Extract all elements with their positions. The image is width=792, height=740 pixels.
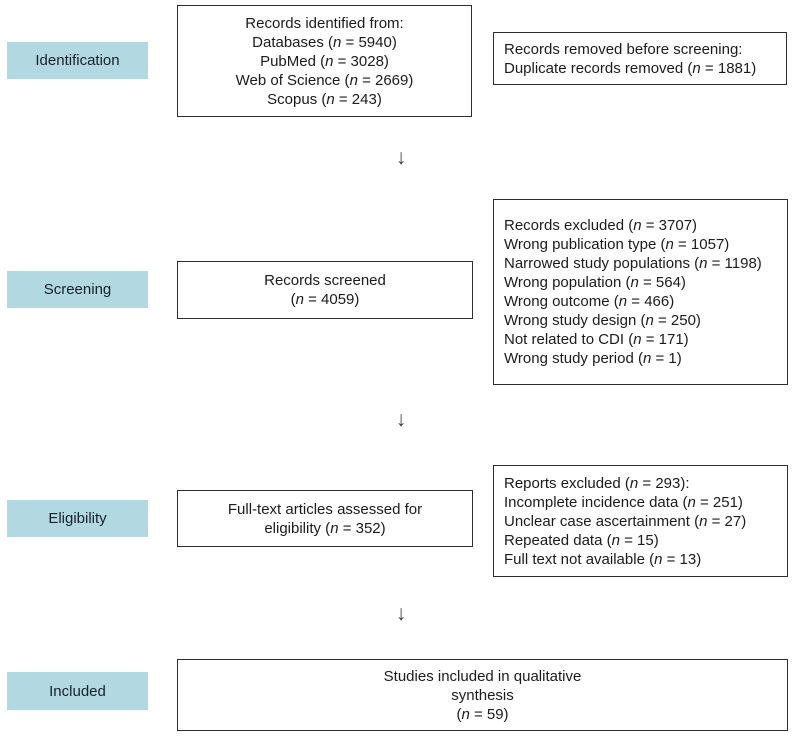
text-line: Wrong outcome (n = 466) <box>504 293 675 310</box>
text-line: Wrong population (n = 564) <box>504 274 686 291</box>
text-line: synthesis <box>451 686 514 704</box>
stage-label-text: Included <box>49 682 106 700</box>
text-line: Unclear case ascertainment (n = 27) <box>504 512 747 530</box>
text-line: Records identified from: <box>245 14 404 32</box>
text-line: Studies included in qualitative <box>383 667 582 685</box>
box-records-removed-before-screening: Records removed before screening:Duplica… <box>493 32 787 85</box>
text-line: Incomplete incidence data (n = 251) <box>504 493 743 511</box>
text-line: Wrong study design (n = 250) <box>504 312 701 329</box>
text-line: Web of Science (n = 2669) <box>235 71 414 89</box>
box-reports-excluded: Reports excluded (n = 293):Incomplete in… <box>493 465 788 577</box>
text-line: (n = 59) <box>456 705 509 723</box>
box-records-identified: Records identified from:Databases (n = 5… <box>177 5 472 117</box>
stage-label-screening: Screening <box>7 271 148 308</box>
stage-label-text: Screening <box>43 281 112 298</box>
text-line: Wrong publication type (n = 1057) <box>504 236 730 253</box>
stage-label-text: Eligibility <box>48 510 107 527</box>
text-line: Repeated data (n = 15) <box>504 531 659 549</box>
text-line: (n = 4059) <box>290 291 360 308</box>
text-line: Scopus (n = 243) <box>267 90 382 108</box>
text-line: Records excluded (n = 3707) <box>504 217 698 234</box>
text-line: PubMed (n = 3028) <box>260 52 389 70</box>
text-line: Records removed before screening: <box>504 40 743 58</box>
text-line: Duplicate records removed (n = 1881) <box>504 59 757 77</box>
stage-label-eligibility: Eligibility <box>7 500 148 537</box>
text-line: eligibility (n = 352) <box>264 519 386 537</box>
text-line: Not related to CDI (n = 171) <box>504 331 689 348</box>
stage-label-identification: Identification <box>7 42 148 79</box>
box-records-excluded: Records excluded (n = 3707) Wrong publica… <box>493 199 788 385</box>
text-line: Reports excluded (n = 293): <box>504 474 690 492</box>
stage-label-included: Included <box>7 672 148 710</box>
box-records-screened: Records screened (n = 4059) <box>177 261 473 319</box>
down-arrow-icon: ↓ <box>395 146 407 169</box>
text-line: Narrowed study populations (n = 1198) <box>504 255 762 272</box>
text-line: Full text not available (n = 13) <box>504 550 702 568</box>
text-line: Records screened <box>264 272 386 289</box>
down-arrow-icon: ↓ <box>395 408 407 431</box>
stage-label-text: Identification <box>35 52 120 69</box>
text-line: Databases (n = 5940) <box>252 33 397 51</box>
text-line: Wrong study period (n = 1) <box>504 350 682 367</box>
down-arrow-icon: ↓ <box>395 602 407 625</box>
text-line: Full-text articles assessed for <box>227 500 423 518</box>
